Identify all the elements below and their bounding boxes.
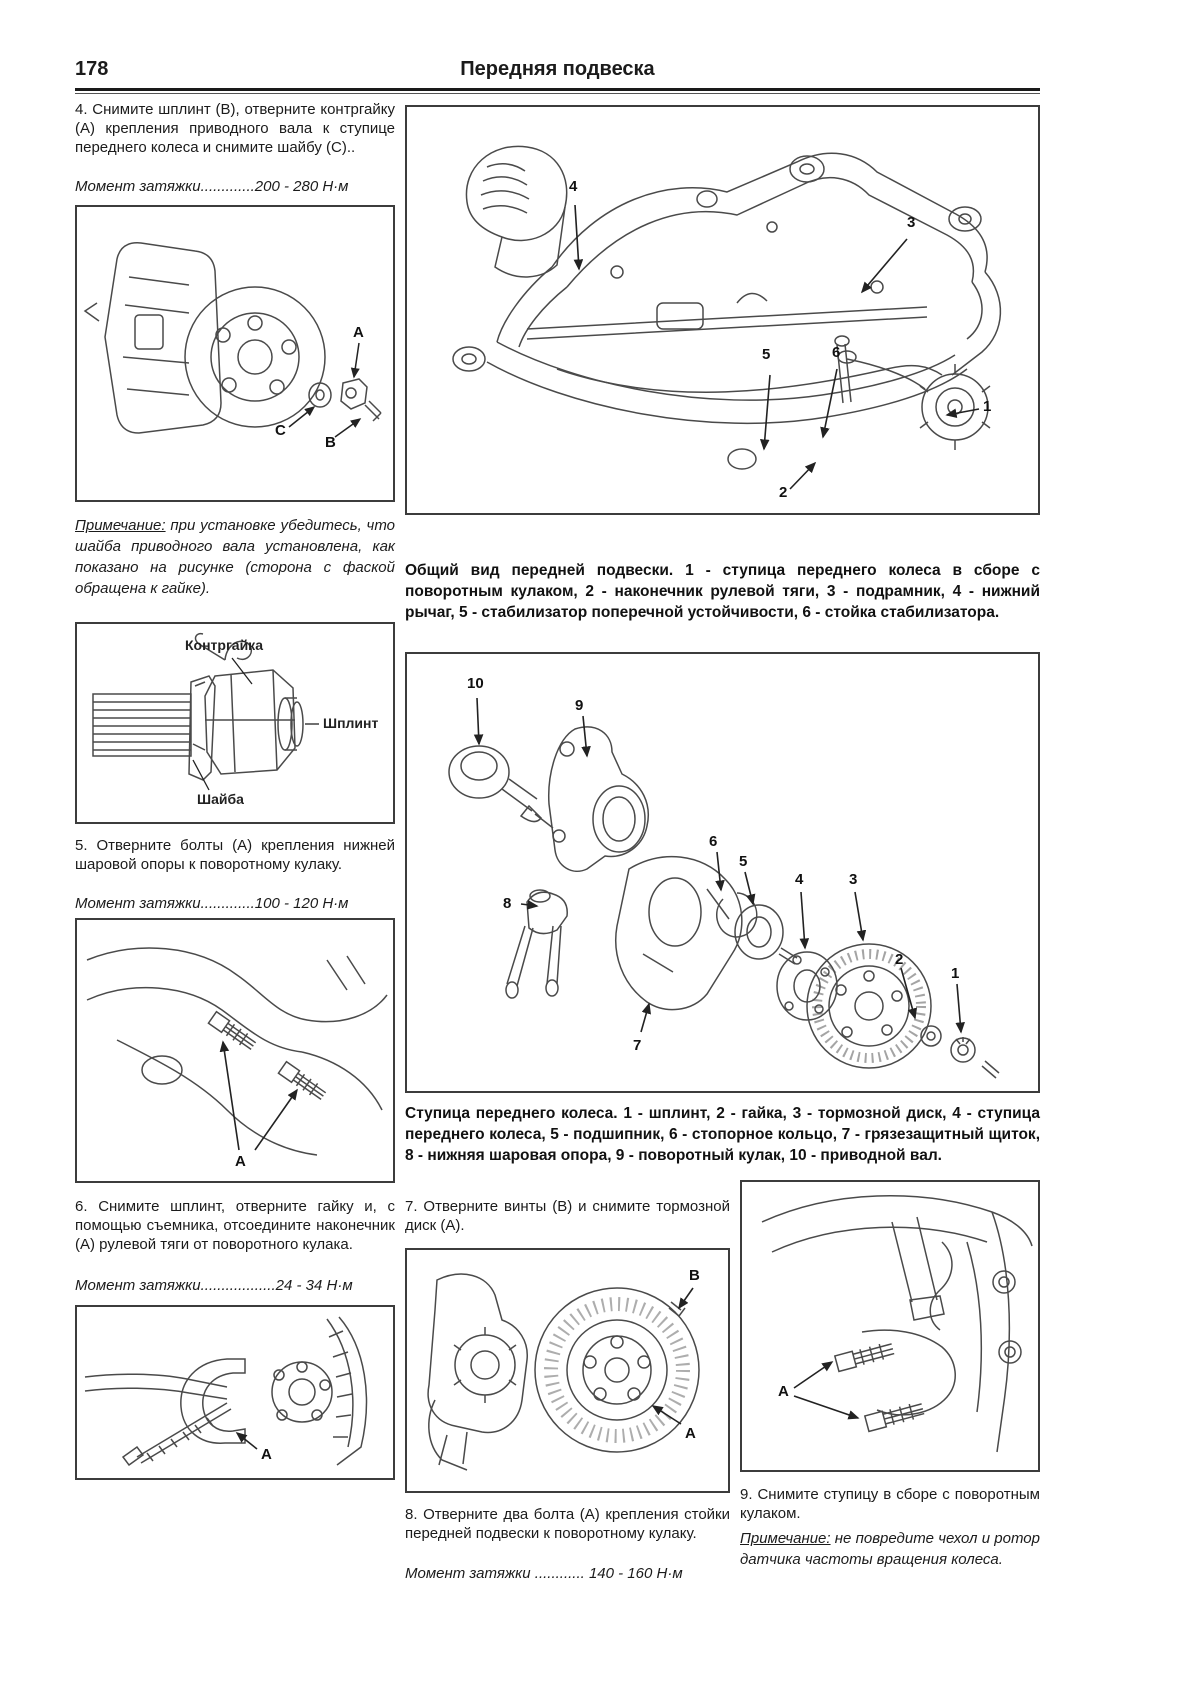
figure-locknut: Контргайка Шплинт Шайба xyxy=(75,622,395,824)
step-6-text: 6. Снимите шплинт, отверните гайку и, с … xyxy=(75,1198,395,1253)
header-rule-thick xyxy=(75,88,1040,91)
note-washer-text: при установке убедитесь, что шайба приво… xyxy=(75,517,395,597)
washer-label: Шайба xyxy=(197,791,244,807)
step-6-torque: Момент затяжки..................24 - 34 … xyxy=(75,1277,353,1294)
hub-exploded-drawing xyxy=(448,697,1000,1079)
hub-callout-5: 5 xyxy=(739,853,748,870)
ball-joint-label-a: A xyxy=(235,1153,246,1170)
ball-joint-drawing xyxy=(86,947,388,1156)
overview-callout-3: 3 xyxy=(907,214,916,231)
figure-hub-nut: A C B xyxy=(75,205,395,502)
figure-hub-exploded: 10 9 8 7 6 5 4 3 2 1 xyxy=(405,652,1040,1093)
hub-callout-2: 2 xyxy=(895,951,904,968)
note-washer-label: Примечание: xyxy=(75,517,166,534)
page-title: Передняя подвеска xyxy=(460,58,655,80)
hub-callout-3: 3 xyxy=(849,871,858,888)
note-washer: Примечание: при установке убедитесь, что… xyxy=(75,515,395,599)
hub-nut-label-b: B xyxy=(325,434,336,451)
suspension-overview-drawing xyxy=(452,145,1002,490)
hub-nut-label-a: A xyxy=(353,324,364,341)
note-sensor-text: не повредите чехол и ротор датчика часто… xyxy=(740,1530,1040,1568)
strut-bolts-drawing xyxy=(761,1195,1033,1453)
figure-strut-bolts: A xyxy=(740,1180,1040,1472)
overview-callout-4: 4 xyxy=(569,178,578,195)
figure-brake-disc: B A xyxy=(405,1248,730,1493)
disc-label-b: B xyxy=(689,1267,700,1284)
step-4-text: 4. Снимите шплинт (B), отверните контрга… xyxy=(75,101,395,156)
hub-callout-7: 7 xyxy=(633,1037,642,1054)
figure-ball-joint: A xyxy=(75,918,395,1183)
step-8-torque: Момент затяжки ............ 140 - 160 Н·… xyxy=(405,1565,683,1582)
note-sensor: Примечание: не повредите чехол и ротор д… xyxy=(740,1528,1040,1570)
header-rule-thin xyxy=(75,93,1040,94)
overview-caption: Общий вид передней подвески. 1 - ступица… xyxy=(405,562,1040,621)
step-8-text: 8. Отверните два болта (A) крепления сто… xyxy=(405,1506,730,1542)
step-7-text: 7. Отверните винты (B) и снимите тормозн… xyxy=(405,1198,730,1234)
hub-callout-9: 9 xyxy=(575,697,584,714)
hub-nut-drawing xyxy=(83,242,382,438)
hub-callout-8: 8 xyxy=(503,895,512,912)
step-5-torque: Момент затяжки.............100 - 120 Н·м xyxy=(75,895,349,912)
hub-callout-10: 10 xyxy=(467,675,484,692)
step-9-text: 9. Снимите ступицу в сборе с поворотным … xyxy=(740,1486,1040,1522)
figure-suspension-overview: 4 3 5 6 1 2 xyxy=(405,105,1040,515)
tie-rod-drawing xyxy=(84,1316,368,1467)
disc-label-a: A xyxy=(685,1425,696,1442)
figure-tie-rod-puller: A xyxy=(75,1305,395,1480)
locknut-drawing xyxy=(92,632,319,791)
hub-nut-label-c: C xyxy=(275,422,286,439)
hub-caption: Ступица переднего колеса. 1 - шплинт, 2 … xyxy=(405,1105,1040,1164)
hub-callout-1: 1 xyxy=(951,965,960,982)
overview-callout-2: 2 xyxy=(779,484,788,501)
strut-label-a: A xyxy=(778,1383,789,1400)
overview-callout-1: 1 xyxy=(983,398,992,415)
locknut-label: Контргайка xyxy=(185,637,263,653)
step-5-text: 5. Отверните болты (A) крепления нижней … xyxy=(75,837,395,873)
note-sensor-label: Примечание: xyxy=(740,1530,831,1547)
overview-callout-6: 6 xyxy=(832,344,841,361)
brake-disc-drawing xyxy=(427,1273,700,1471)
tie-rod-label-a: A xyxy=(261,1446,272,1463)
hub-callout-4: 4 xyxy=(795,871,804,888)
page-number: 178 xyxy=(75,58,109,80)
step-4-torque: Момент затяжки.............200 - 280 Н·м xyxy=(75,178,349,195)
cotter-pin-label: Шплинт xyxy=(323,715,379,731)
hub-callout-6: 6 xyxy=(709,833,718,850)
overview-callout-5: 5 xyxy=(762,346,771,363)
